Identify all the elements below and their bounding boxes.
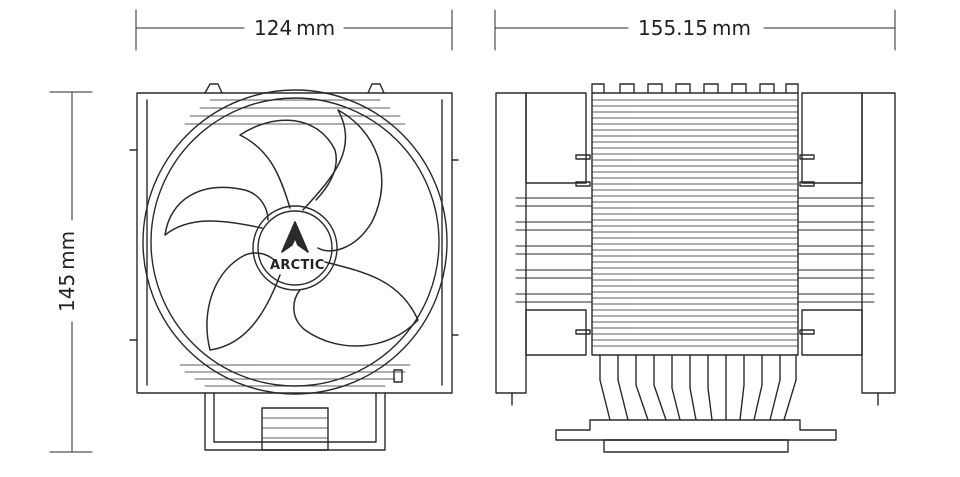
- fin-stack: [591, 92, 799, 356]
- width-dimension-label: 124 mm: [248, 16, 342, 40]
- heatpipe-caps: [591, 83, 799, 94]
- depth-dimension-line: [494, 9, 896, 51]
- side-fan-right: [861, 92, 896, 394]
- fan-frame: [136, 92, 453, 394]
- top-clip-left: [204, 83, 223, 94]
- front-view: [129, 83, 459, 451]
- fan-hub-inner: [257, 210, 333, 286]
- fan-outer-ring: [142, 89, 448, 395]
- depth-dimension-label: 155.15 mm: [632, 16, 757, 40]
- side-clip-tabs: [575, 154, 815, 335]
- height-dimension-line: [49, 91, 93, 453]
- width-dimension-line: [135, 9, 453, 51]
- front-fins: [179, 99, 411, 387]
- side-base: [555, 419, 837, 453]
- brand-logo-text: ARCTIC: [270, 258, 325, 273]
- height-dimension-label: 145 mm: [55, 224, 79, 318]
- heatpipes: [599, 354, 797, 421]
- side-fan-left: [495, 92, 527, 394]
- fan-inner-ring: [150, 97, 440, 387]
- side-view: [495, 83, 896, 453]
- top-clip-right: [367, 83, 385, 94]
- fan-hub: [252, 205, 338, 291]
- front-base: [204, 369, 403, 451]
- side-fin-stubs: [515, 197, 875, 303]
- arctic-logo-icon: [281, 221, 309, 253]
- fin-lines: [591, 99, 799, 347]
